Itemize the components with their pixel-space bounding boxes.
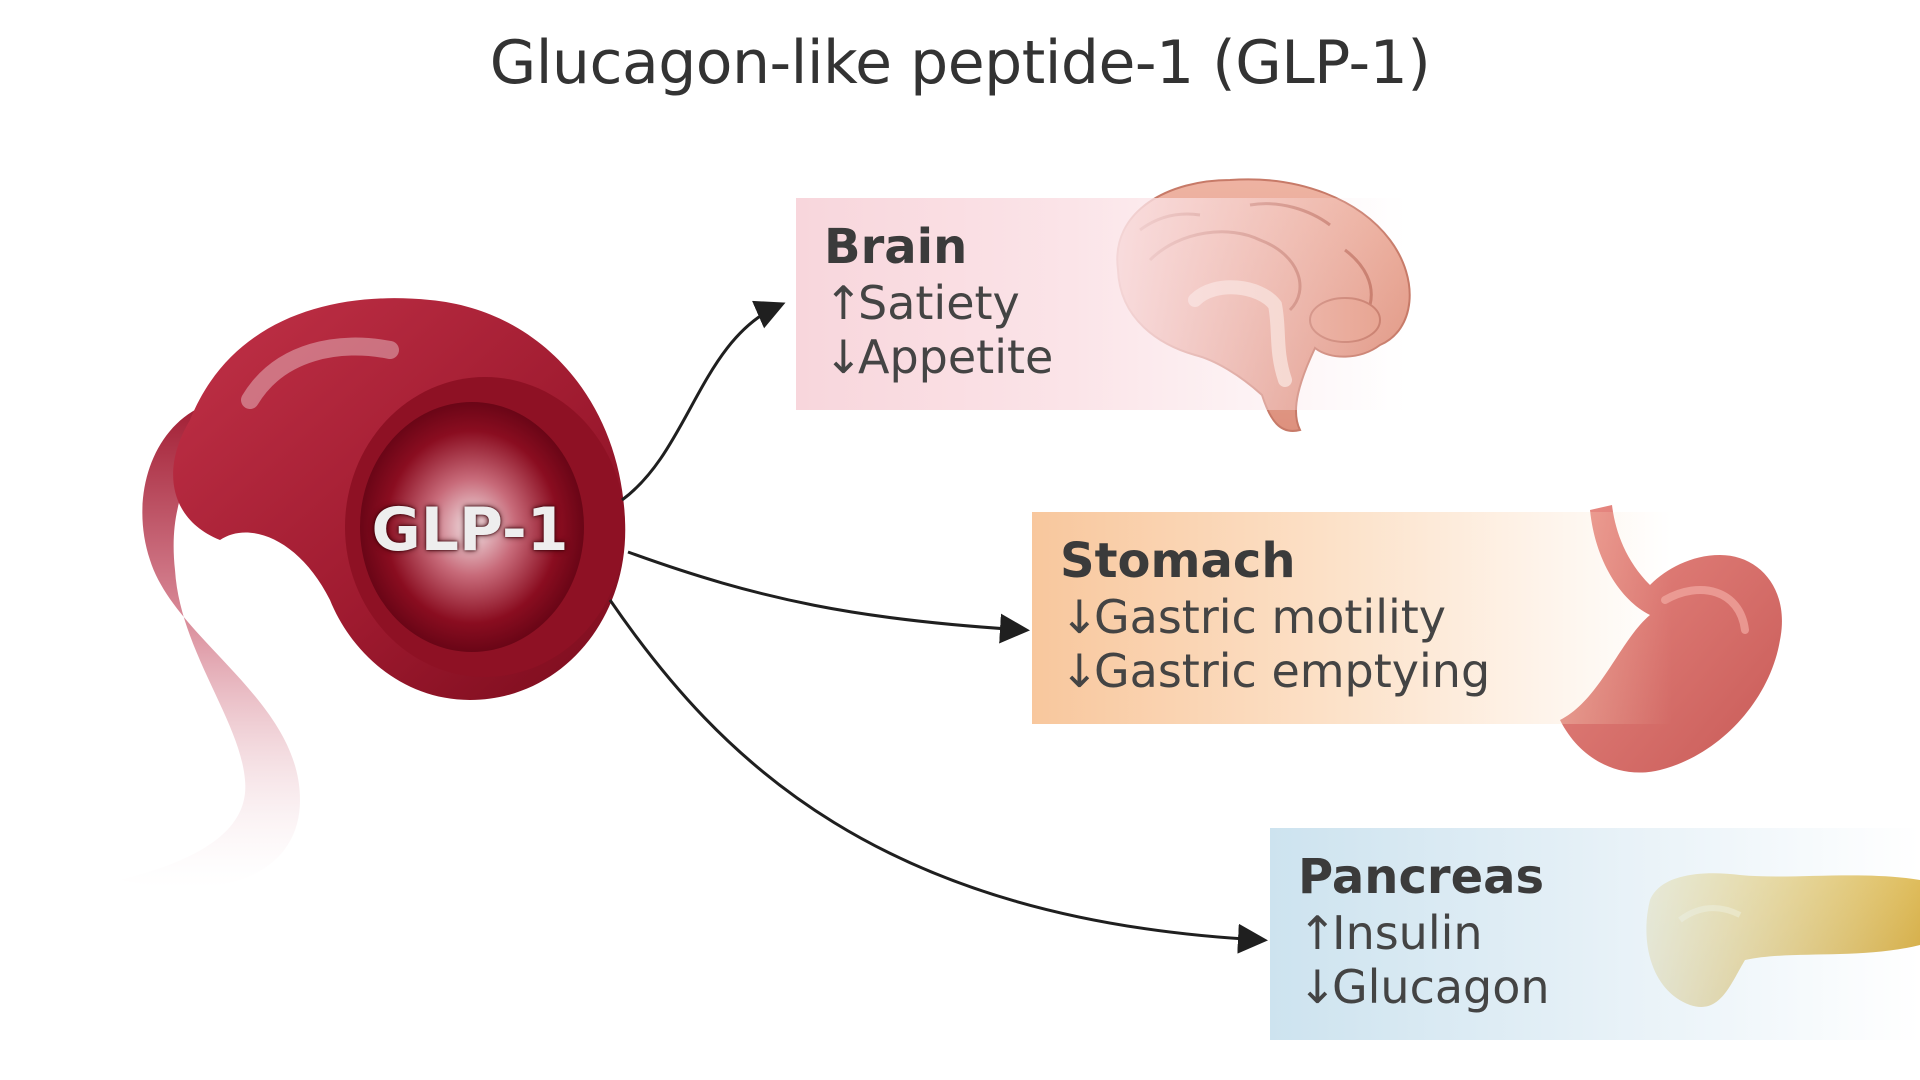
- decrease-arrow: ↓: [1298, 960, 1337, 1014]
- increase-arrow: ↑: [1298, 906, 1337, 960]
- vessel-glp1-label: GLP-1: [371, 495, 569, 565]
- effect-line: ↑Satiety: [824, 276, 1406, 330]
- arrow-to-stomach: [627, 550, 1030, 644]
- effect-text: Gastric emptying: [1094, 644, 1491, 698]
- blood-vessel: [120, 298, 626, 889]
- brain-effects-card: Brain ↑Satiety ↓Appetite: [796, 198, 1406, 410]
- effect-line: ↓Gastric motility: [1060, 590, 1672, 644]
- vessel-highlight: [241, 337, 399, 409]
- vessel-tail: [120, 397, 300, 889]
- effect-text: Glucagon: [1332, 960, 1550, 1014]
- effect-line: ↓Appetite: [824, 330, 1406, 384]
- card-heading: Pancreas: [1298, 849, 1545, 905]
- diagram-title: Glucagon-like peptide-1 (GLP-1): [489, 28, 1431, 98]
- increase-arrow: ↑: [824, 276, 863, 330]
- arrow-to-pancreas: [608, 599, 1268, 954]
- card-heading: Stomach: [1060, 533, 1296, 589]
- effect-line: ↓Glucagon: [1298, 960, 1920, 1014]
- effect-text: Satiety: [858, 276, 1020, 330]
- decrease-arrow: ↓: [1060, 590, 1099, 644]
- stomach-effects-card: Stomach ↓Gastric motility ↓Gastric empty…: [1032, 512, 1672, 724]
- effect-text: Insulin: [1332, 906, 1483, 960]
- effect-line: ↓Gastric emptying: [1060, 644, 1672, 698]
- arrow-to-brain: [621, 300, 786, 502]
- vessel-lumen: [360, 402, 584, 652]
- decrease-arrow: ↓: [824, 330, 863, 384]
- card-heading: Brain: [824, 219, 968, 275]
- pancreas-effects-card: Pancreas ↑Insulin ↓Glucagon: [1270, 828, 1920, 1040]
- effect-text: Gastric motility: [1094, 590, 1447, 644]
- effect-line: ↑Insulin: [1298, 906, 1920, 960]
- decrease-arrow: ↓: [1060, 644, 1099, 698]
- effect-text: Appetite: [858, 330, 1054, 384]
